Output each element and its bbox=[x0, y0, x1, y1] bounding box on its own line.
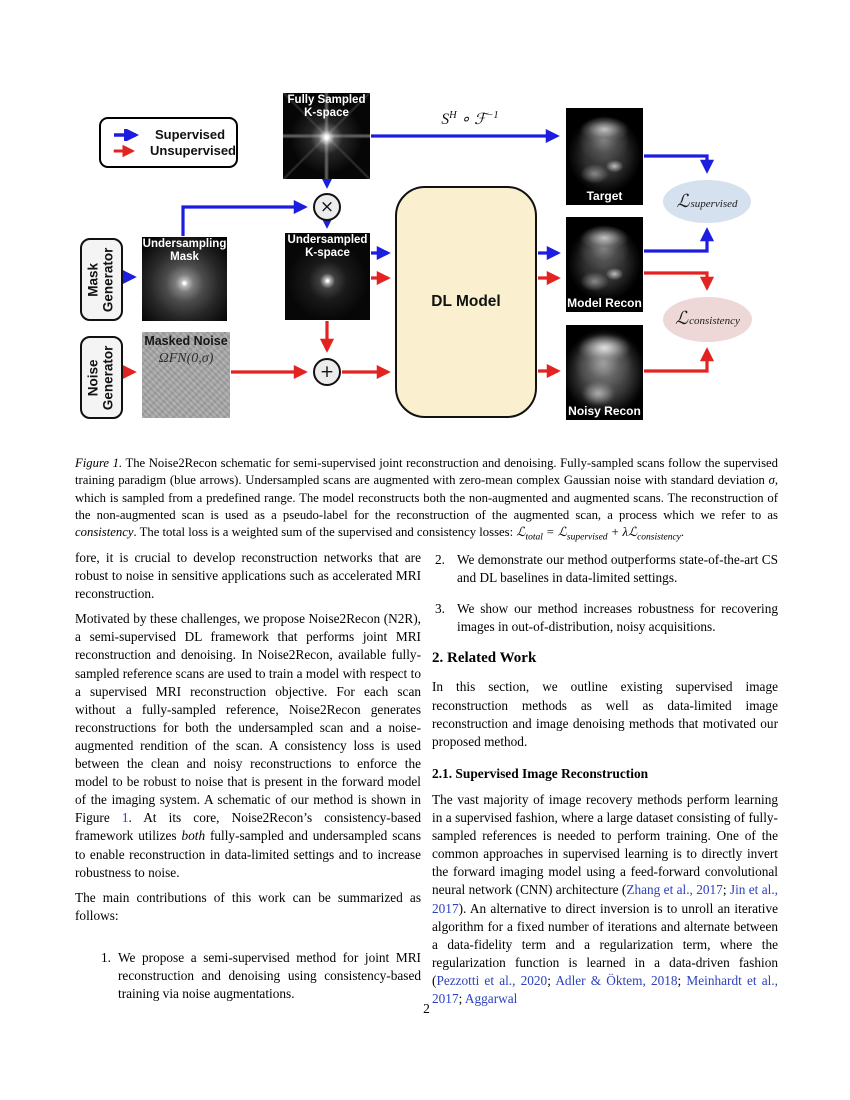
multiply-node: × bbox=[313, 193, 341, 221]
arrow-modelrecon-to-consistency-loss bbox=[644, 271, 715, 291]
citation-zhang-2017[interactable]: Zhang et al., 2017 bbox=[626, 882, 723, 898]
consistency-loss-subscript: consistency bbox=[689, 315, 740, 327]
legend-supervised-label: Supervised bbox=[155, 127, 226, 142]
figure-legend: Supervised Unsupervised bbox=[99, 117, 238, 168]
add-node: + bbox=[313, 358, 341, 386]
citation-aggarwal[interactable]: Aggarwal bbox=[464, 990, 518, 1006]
contribution-item-3: 3. We show our method increases robustne… bbox=[432, 600, 778, 636]
operator-fourier: ℱ bbox=[474, 111, 487, 129]
undersampling-mask-image: Undersampling Mask bbox=[142, 237, 227, 321]
page-number: 2 bbox=[423, 1001, 430, 1016]
citation-meinhardt-2017[interactable]: Meinhardt et al., 2017 bbox=[432, 972, 778, 1006]
dl-model-label: DL Model bbox=[431, 293, 501, 310]
supervised-loss-symbol: ℒ bbox=[676, 191, 690, 211]
target-image: Target bbox=[566, 108, 643, 205]
right-paragraph-1: In this section, we outline existing sup… bbox=[432, 679, 778, 749]
model-recon-image: Model Recon bbox=[566, 217, 643, 312]
legend-row-supervised: Supervised bbox=[101, 128, 236, 141]
noisy-recon-mri-visual bbox=[566, 325, 643, 420]
subsection-heading-supervised-reconstruction: 2.1. Supervised Image Reconstruction bbox=[432, 765, 649, 781]
noise-generator-label: Noise Generator bbox=[85, 345, 116, 410]
list-number: 2. bbox=[435, 552, 445, 567]
operator-s: S bbox=[441, 111, 450, 129]
undersampled-kspace-image: Undersampled K-space bbox=[285, 233, 370, 320]
right-paragraph-2: The vast majority of image recovery meth… bbox=[432, 791, 778, 1006]
contribution-item-1: 1. We propose a semi-supervised method f… bbox=[75, 949, 421, 1003]
supervised-loss-subscript: supervised bbox=[690, 198, 738, 210]
arrow-noisyrecon-to-consistency-loss bbox=[644, 347, 715, 373]
noise-generator-box: Noise Generator bbox=[80, 336, 123, 419]
fully-sampled-kspace-label: Fully Sampled K-space bbox=[287, 94, 366, 120]
mask-generator-label: Mask Generator bbox=[85, 247, 116, 312]
consistency-loss-symbol: ℒ bbox=[675, 308, 689, 328]
blue-arrow-icon bbox=[114, 128, 139, 141]
list-text: We show our method increases robustness … bbox=[457, 601, 778, 635]
operator-sup-h: H bbox=[449, 110, 457, 121]
masked-noise-label: Masked Noise bbox=[144, 334, 228, 348]
arrow-modelrecon-to-supervised-loss bbox=[644, 227, 715, 253]
model-recon-mri-visual bbox=[566, 217, 643, 312]
undersampling-mask-label: Undersampling Mask bbox=[142, 238, 227, 264]
model-recon-label: Model Recon bbox=[567, 295, 642, 310]
legend-row-unsupervised: Unsupervised bbox=[101, 144, 236, 157]
operator-compose: ∘ bbox=[456, 111, 475, 129]
noisy-recon-label: Noisy Recon bbox=[568, 403, 641, 418]
list-number: 3. bbox=[435, 601, 445, 617]
contribution-item-2: 2. We demonstrate our method outperforms… bbox=[432, 551, 778, 587]
sensitivity-fourier-operator-label: SH ∘ ℱ−1 bbox=[425, 110, 515, 129]
caption-figure-label: Figure 1. bbox=[75, 455, 123, 470]
citation-pezzotti-2020[interactable]: Pezzotti et al., 2020 bbox=[436, 972, 548, 988]
masked-noise-formula: ΩFN(0,σ) bbox=[158, 351, 214, 366]
target-mri-visual bbox=[566, 108, 643, 205]
list-text: We demonstrate our method outperforms st… bbox=[457, 552, 778, 586]
left-paragraph-3: The main contributions of this work can … bbox=[75, 889, 421, 923]
operator-sup-inverse: −1 bbox=[486, 110, 499, 121]
mask-visual bbox=[142, 237, 227, 321]
undersampled-kspace-visual bbox=[285, 233, 370, 320]
figure-1-caption: Figure 1. The Noise2Recon schematic for … bbox=[75, 455, 779, 543]
target-label: Target bbox=[586, 188, 623, 203]
red-arrow-icon bbox=[113, 144, 136, 157]
arrow-mask-to-times bbox=[181, 199, 308, 236]
noisy-recon-image: Noisy Recon bbox=[566, 325, 643, 420]
left-paragraph-1: fore, it is crucial to develop reconstru… bbox=[75, 550, 421, 602]
citation-adler-oktem-2018[interactable]: Adler & Öktem, 2018 bbox=[555, 972, 678, 988]
right-column: 2. We demonstrate our method outperforms… bbox=[432, 551, 778, 1015]
plus-icon: + bbox=[319, 361, 335, 382]
list-text: We propose a semi-supervised method for … bbox=[118, 949, 421, 1002]
section-heading-related-work: 2. Related Work bbox=[432, 650, 537, 667]
arrow-target-to-supervised-loss bbox=[644, 154, 715, 174]
left-column: fore, it is crucial to develop reconstru… bbox=[75, 549, 421, 1003]
mask-generator-box: Mask Generator bbox=[80, 238, 123, 321]
figure-1-link[interactable]: 1 bbox=[121, 810, 129, 826]
left-paragraph-2: Motivated by these challenges, we propos… bbox=[75, 611, 421, 880]
times-icon: × bbox=[319, 196, 335, 217]
dl-model-box: DL Model bbox=[395, 186, 537, 418]
undersampled-kspace-label: Undersampled K-space bbox=[287, 234, 368, 260]
kspace-visual bbox=[283, 93, 370, 179]
fully-sampled-kspace-image: Fully Sampled K-space bbox=[283, 93, 370, 179]
list-number: 1. bbox=[101, 949, 111, 965]
masked-noise-image: Masked Noise ΩFN(0,σ) bbox=[142, 332, 230, 418]
legend-unsupervised-label: Unsupervised bbox=[150, 143, 236, 158]
citation-jin-2017[interactable]: Jin et al., 2017 bbox=[432, 882, 778, 916]
